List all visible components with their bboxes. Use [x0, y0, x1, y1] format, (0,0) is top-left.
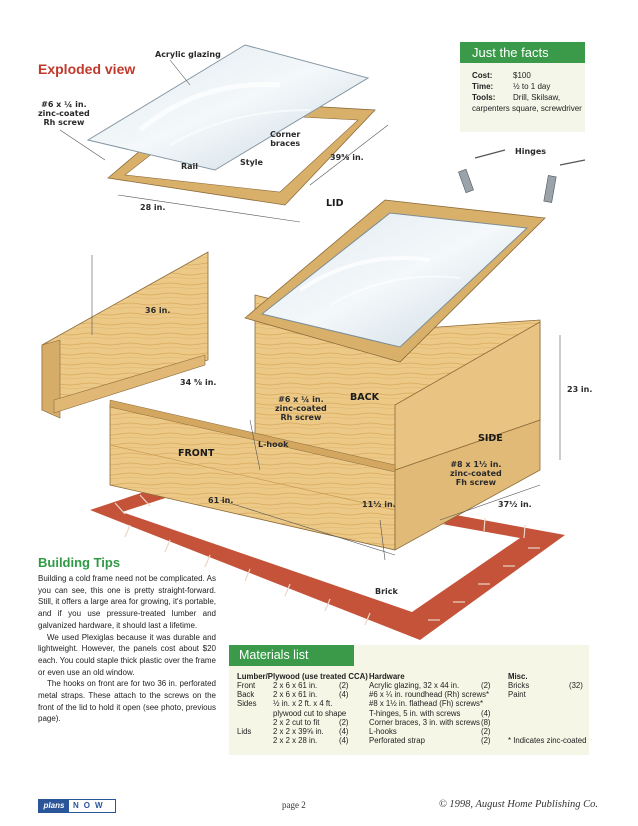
tips-paragraph: Building a cold frame need not be compli…: [38, 574, 216, 630]
label-side: SIDE: [478, 433, 503, 444]
label-rail: Rail: [181, 162, 199, 171]
materials-heading: Materials list: [229, 645, 354, 666]
page-title: Exploded view: [38, 61, 136, 77]
hardware-col-qty: (2) (4)(8)(2)(2): [481, 681, 491, 746]
footer: plans NOW page 2 © 1998, August Home Pub…: [38, 798, 598, 813]
lumber-heading: Lumber/Plywood (use treated CCA): [237, 672, 368, 681]
label-acrylic-glazing: Acrylic glazing: [155, 50, 221, 59]
label-37in: 37½ in.: [498, 500, 532, 509]
facts-row: Cost:$100: [472, 71, 531, 80]
tips-body: Building a cold frame need not be compli…: [38, 573, 216, 725]
hardware-heading: Hardware: [369, 672, 405, 681]
label-23in: 23 in.: [567, 385, 593, 394]
label-front: FRONT: [178, 448, 215, 459]
misc-heading: Misc.: [508, 672, 528, 681]
misc-col-qty: (32): [569, 681, 583, 690]
lumber-col-size: 2 x 6 x 61 in.2 x 6 x 61 in.½ in. x 2 ft…: [273, 681, 347, 746]
plans-now-logo[interactable]: plans NOW: [38, 799, 116, 813]
label-l-hook: L-hook: [258, 440, 289, 449]
facts-row: Time:½ to 1 day: [472, 82, 551, 91]
facts-box: Just the facts Cost:$100 Time:½ to 1 day…: [460, 42, 585, 132]
facts-row: Tools:Drill, Skilsaw,: [472, 93, 561, 102]
tips-paragraph: We used Plexiglas because it was durable…: [38, 632, 216, 677]
side-panel-left: [41, 251, 209, 419]
cold-frame-box: [109, 294, 541, 551]
label-28in: 28 in.: [140, 203, 166, 212]
label-39in: 39⅝ in.: [330, 153, 364, 162]
materials-note: * Indicates zinc-coated: [508, 736, 587, 745]
label-brick: Brick: [375, 587, 398, 596]
facts-row-tools-extra: carpenters square, screwdriver: [472, 104, 582, 113]
lid-lower: [244, 199, 546, 363]
label-34in: 34 ⅝ in.: [180, 378, 217, 387]
hinges: [458, 149, 586, 203]
label-hinges: Hinges: [515, 147, 547, 156]
copyright: © 1998, August Home Publishing Co.: [438, 799, 598, 810]
tips-paragraph: The hooks on front are for two 36 in. pe…: [38, 679, 216, 724]
tips-heading: Building Tips: [38, 555, 121, 570]
hardware-col-item: Acrylic glazing, 32 x 44 in.#6 x ¼ in. r…: [369, 681, 490, 746]
page-number: page 2: [282, 800, 306, 810]
materials-box: Materials list Lumber/Plywood (use treat…: [229, 645, 589, 755]
label-back: BACK: [350, 392, 379, 403]
dimension-lines: [59, 59, 561, 561]
acrylic-glazing: [86, 44, 370, 171]
lumber-col-qty: (2)(4) (2)(4)(4): [339, 681, 349, 746]
label-11in: 11½ in.: [362, 500, 396, 509]
label-style: Style: [240, 158, 263, 167]
label-36in: 36 in.: [145, 306, 171, 315]
facts-heading: Just the facts: [460, 42, 585, 63]
label-lid: LID: [326, 198, 344, 209]
exploded-illustration: [41, 44, 586, 640]
label-61in: 61 in.: [208, 496, 234, 505]
